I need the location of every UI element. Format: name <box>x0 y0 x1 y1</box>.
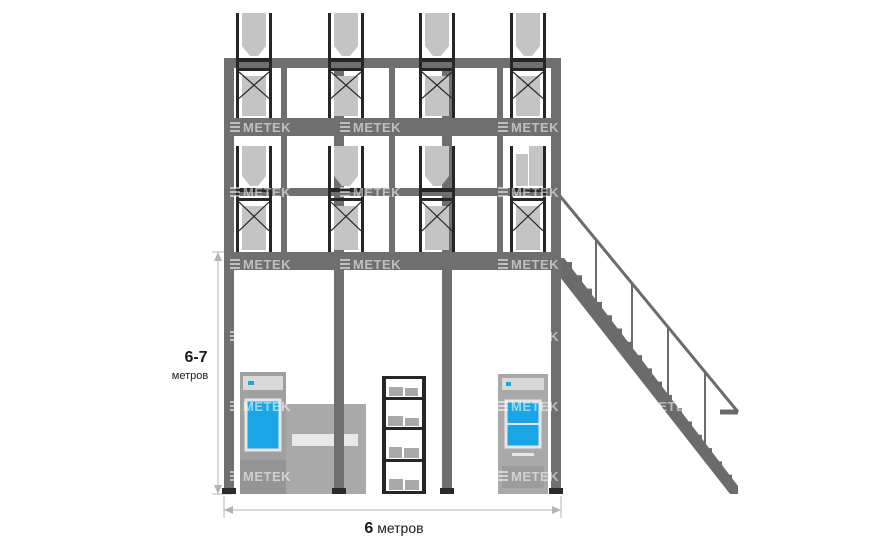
rack-module <box>419 146 455 252</box>
watermark: METEK <box>498 329 559 344</box>
watermark: METEK <box>230 399 291 414</box>
rack-module <box>328 13 364 118</box>
watermark: METEK <box>340 120 401 135</box>
width-value: 6 <box>364 520 373 537</box>
rack-module <box>419 13 455 118</box>
watermark: METEK <box>498 469 559 484</box>
rack-module <box>510 13 546 118</box>
watermark-text: METEK <box>511 399 559 414</box>
watermark-text: METEK <box>511 185 559 200</box>
rack-module <box>510 146 546 252</box>
watermark: METEK <box>230 257 291 272</box>
watermark: METEK <box>498 257 559 272</box>
watermark: METEK <box>634 399 695 414</box>
watermarks: METEK METEK METEK METEK METEK METEK METEK METEK… <box>230 120 695 484</box>
watermark-text: METEK <box>353 120 401 135</box>
height-value: 6-7 <box>184 349 207 366</box>
watermark: METEK <box>230 120 291 135</box>
watermark-text: METEK <box>243 399 291 414</box>
height-dimension: 6-7 метров <box>172 251 232 495</box>
watermark: METEK <box>498 399 559 414</box>
watermark: METEK <box>498 185 559 200</box>
watermark-text: METEK <box>243 257 291 272</box>
watermark-text: METEK <box>243 185 291 200</box>
mezzanine-frame <box>222 58 563 494</box>
watermark-text: METEK <box>511 120 559 135</box>
watermark: METEK <box>230 185 291 200</box>
watermark-text: METEK <box>647 399 695 414</box>
watermark-text: METEK <box>243 469 291 484</box>
width-dimension: 6 метров <box>223 496 562 537</box>
watermark: METEK <box>340 185 401 200</box>
watermark-text: METEK <box>243 120 291 135</box>
watermark-text: METEK <box>511 469 559 484</box>
staircase <box>556 195 740 494</box>
industrial-machine <box>240 372 366 494</box>
watermark: METEK <box>230 329 291 344</box>
rack-module <box>328 146 364 252</box>
watermark-text: METEK <box>243 329 291 344</box>
width-label: 6 метров <box>364 520 423 537</box>
watermark: METEK <box>340 257 401 272</box>
rack-module <box>236 146 272 252</box>
shelving-unit <box>382 376 426 494</box>
rack-module <box>236 13 272 118</box>
watermark: METEK <box>498 120 559 135</box>
watermark: METEK <box>230 469 291 484</box>
control-cabinet <box>498 374 548 494</box>
watermark-text: METEK <box>353 257 401 272</box>
watermark-text: METEK <box>511 257 559 272</box>
storage-racks <box>236 13 546 252</box>
watermark-text: METEK <box>511 329 559 344</box>
height-unit: метров <box>172 370 209 382</box>
width-unit: метров <box>377 520 423 536</box>
watermark-text: METEK <box>353 185 401 200</box>
